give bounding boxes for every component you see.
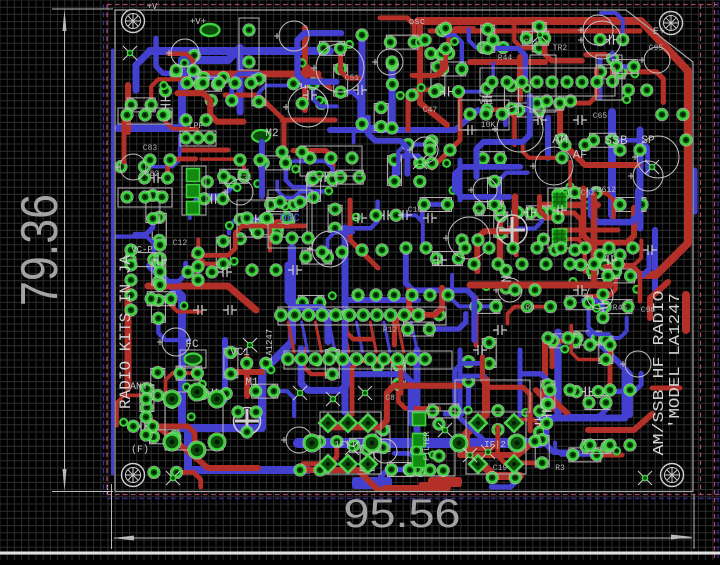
svg-text:IF|2: IF|2 — [484, 440, 506, 450]
svg-text:79.36: 79.36 — [11, 194, 69, 306]
svg-text:FILTER: FILTER — [423, 431, 432, 460]
svg-text:C31: C31 — [238, 174, 253, 183]
svg-text:VC1: VC1 — [230, 347, 250, 359]
svg-text:C8: C8 — [385, 394, 395, 403]
svg-text:DBC: DBC — [280, 213, 300, 225]
svg-text:+V: +V — [147, 2, 158, 12]
svg-text:AF: AF — [573, 148, 587, 162]
svg-text:C19: C19 — [493, 464, 508, 473]
svg-text:C6: C6 — [475, 209, 485, 218]
svg-text:C82: C82 — [145, 170, 160, 179]
svg-text:R8: R8 — [525, 304, 535, 313]
svg-text:C12: C12 — [173, 239, 188, 248]
svg-text:R3: R3 — [555, 464, 565, 473]
svg-text:C51: C51 — [345, 74, 360, 83]
svg-text:FC: FC — [185, 339, 199, 351]
svg-text:ANT+: ANT+ — [130, 382, 154, 393]
svg-text:LA1247: LA1247 — [265, 329, 275, 361]
svg-text:'MODEL LA1247: 'MODEL LA1247 — [667, 293, 684, 429]
svg-text:SP: SP — [641, 135, 655, 147]
svg-text:C96: C96 — [641, 306, 656, 315]
svg-text:VR1: VR1 — [479, 98, 494, 107]
svg-text:C95: C95 — [649, 44, 664, 53]
svg-text:M2: M2 — [265, 128, 278, 140]
svg-text:AM: AM — [552, 132, 568, 147]
svg-text:VC-P: VC-P — [131, 245, 153, 255]
svg-text:C47: C47 — [423, 106, 438, 115]
svg-text:10K: 10K — [481, 121, 496, 130]
svg-text:C62: C62 — [581, 189, 596, 198]
svg-text:95.56: 95.56 — [344, 492, 461, 536]
svg-text:osc: osc — [409, 17, 425, 27]
svg-text:SSB: SSB — [604, 133, 628, 148]
svg-text:TR2: TR2 — [553, 44, 568, 53]
svg-text:(F): (F) — [131, 444, 149, 456]
svg-text:+V+: +V+ — [190, 17, 206, 27]
svg-text:R45: R45 — [613, 304, 628, 313]
svg-text:C83: C83 — [143, 144, 158, 153]
svg-text:R12: R12 — [383, 326, 398, 335]
svg-text:C51: C51 — [524, 38, 539, 47]
svg-text:C65: C65 — [593, 112, 608, 121]
svg-text:LPF: LPF — [189, 122, 204, 131]
svg-text:M1: M1 — [245, 377, 259, 389]
svg-text:MB612: MB612 — [592, 186, 616, 195]
svg-text:C16: C16 — [408, 206, 423, 215]
svg-text:RADIO KITS IN JA: RADIO KITS IN JA — [117, 255, 135, 409]
svg-text:E+: E+ — [653, 27, 665, 38]
svg-text:AM/SSB HF RADIO: AM/SSB HF RADIO — [651, 291, 668, 456]
svg-text:1F|1: 1F|1 — [334, 440, 356, 450]
svg-text:R44: R44 — [498, 54, 513, 63]
